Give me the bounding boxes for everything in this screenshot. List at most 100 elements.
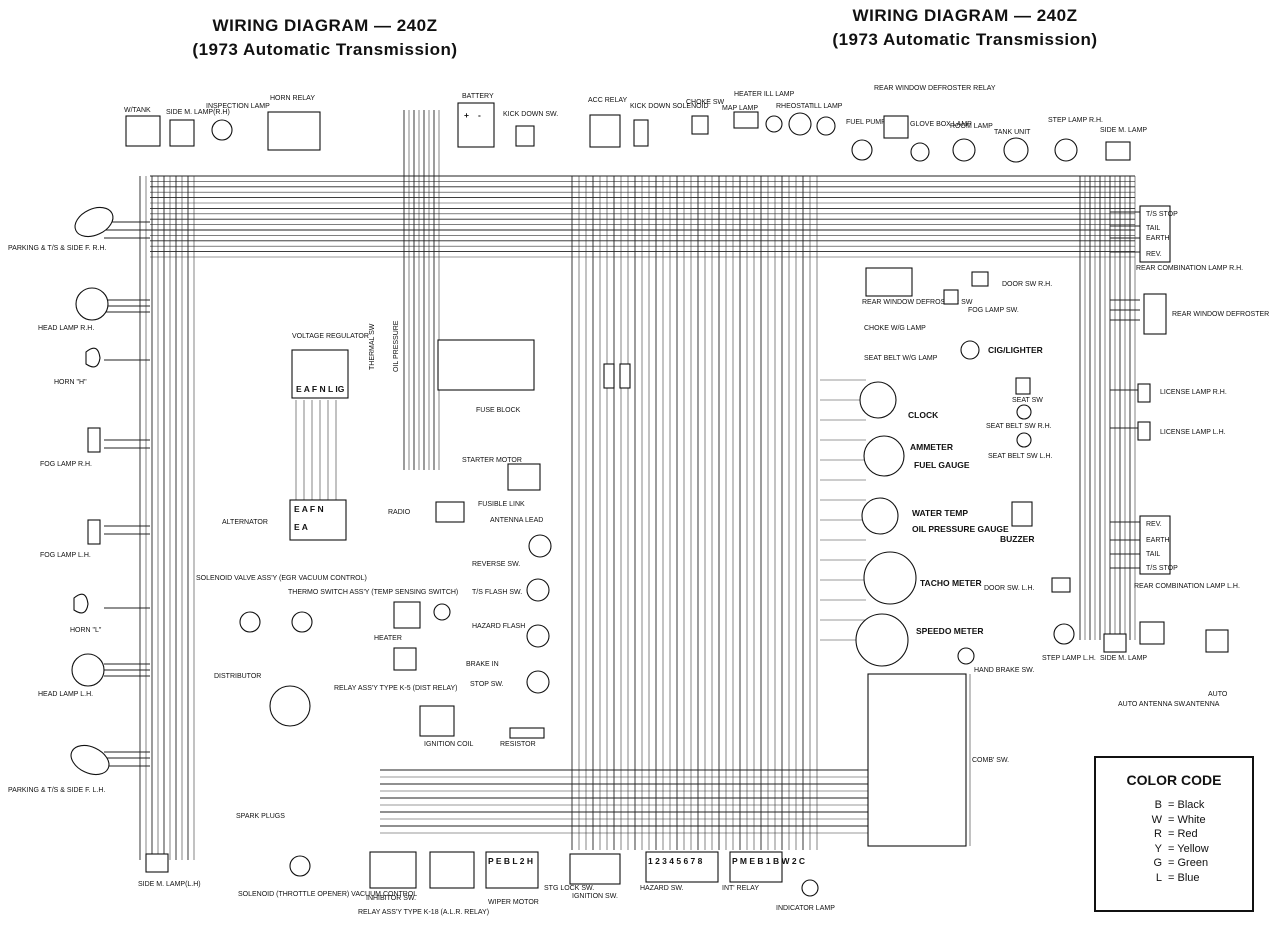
svg-text:SIDE M. LAMP(L.H): SIDE M. LAMP(L.H) (138, 881, 201, 888)
hand-brake-sw: HAND BRAKE SW. (957, 647, 1034, 674)
hazard-sw: 1 2 3 4 5 6 7 8 HAZARD SW. (640, 851, 719, 892)
heater: HEATER (374, 601, 451, 671)
auto-antenna: AUTO AUTO ANTENNA SW. ANTENNA (1118, 621, 1229, 708)
svg-text:HORN "L": HORN "L" (70, 627, 102, 634)
svg-text:SEAT SW: SEAT SW (1012, 397, 1043, 404)
svg-text:ILL LAMP: ILL LAMP (812, 103, 843, 110)
side-m-lamp: SIDE M. LAMP (1100, 127, 1147, 161)
svg-text:INDICATOR LAMP: INDICATOR LAMP (776, 905, 835, 912)
color-code-legend: COLOR CODE B= Black W= White R= Red Y= Y… (1094, 756, 1254, 912)
svg-text:HEATER ILL LAMP: HEATER ILL LAMP (734, 91, 795, 98)
svg-text:CHOKE SW: CHOKE SW (686, 99, 725, 106)
svg-text:E A: E A (294, 522, 308, 532)
svg-text:T/S FLASH SW.: T/S FLASH SW. (472, 589, 522, 596)
color-code-row: W= White (1151, 813, 1206, 826)
rear-combination-lamp-rh: T/S STOP TAIL EARTH REV. REAR COMBINATIO… (1136, 205, 1243, 272)
svg-text:SPEEDO METER: SPEEDO METER (916, 626, 984, 636)
glove-box-lamp: GLOVE BOX LAMP (910, 121, 972, 162)
svg-text:HAND BRAKE SW.: HAND BRAKE SW. (974, 667, 1034, 674)
svg-text:FOG LAMP R.H.: FOG LAMP R.H. (40, 461, 92, 468)
seat-sw: SEAT SW (1012, 377, 1043, 404)
distributor: DISTRIBUTOR (214, 673, 311, 727)
svg-text:BUZZER: BUZZER (1000, 534, 1034, 544)
svg-text:E A F N L IG: E A F N L IG (296, 384, 345, 394)
svg-text:COMB' SW.: COMB' SW. (972, 757, 1009, 764)
tacho-meter: TACHO METER (863, 551, 982, 605)
svg-text:SOLENOID (THROTTLE OPENER) VAC: SOLENOID (THROTTLE OPENER) VACUUM CONTRO… (238, 891, 417, 898)
kick-down-sw: KICK DOWN SW. (503, 111, 558, 147)
kick-down-solenoid: KICK DOWN SOLENOID (630, 103, 709, 147)
svg-text:WATER TEMP: WATER TEMP (912, 508, 968, 518)
clock: CLOCK (859, 381, 939, 420)
side-m-lamp-rear: SIDE M. LAMP (1100, 633, 1147, 662)
step-lamp-lh: STEP LAMP L.H. (1042, 623, 1096, 662)
svg-text:FUEL GAUGE: FUEL GAUGE (914, 460, 970, 470)
svg-text:W/TANK: W/TANK (124, 107, 151, 114)
svg-text:PARKING & T/S & SIDE F. L.H.: PARKING & T/S & SIDE F. L.H. (8, 787, 105, 794)
svg-text:-: - (478, 110, 481, 120)
color-code-row: G= Green (1153, 857, 1209, 869)
fog-lamp-rh: FOG LAMP R.H. (40, 427, 101, 468)
step-lamp-rh: STEP LAMP R.H. (1048, 117, 1103, 162)
svg-text:STOP SW.: STOP SW. (470, 681, 504, 688)
starter-motor: STARTER MOTOR FUSIBLE LINK (462, 457, 541, 508)
svg-text:HEATER: HEATER (374, 635, 402, 642)
color-code-row: R= Red (1154, 828, 1198, 840)
fuse-block: FUSE BLOCK (437, 339, 631, 414)
title-right: WIRING DIAGRAM — 240Z (1973 Automatic Tr… (800, 4, 1130, 52)
svg-text:SEAT BELT W/G LAMP: SEAT BELT W/G LAMP (864, 355, 938, 362)
svg-text:ROOM LAMP: ROOM LAMP (950, 123, 993, 130)
solenoid-throttle: SOLENOID (THROTTLE OPENER) VACUUM CONTRO… (238, 855, 417, 898)
svg-text:TANK UNIT: TANK UNIT (994, 129, 1031, 136)
svg-text:REAR WINDOW DEFROSTER: REAR WINDOW DEFROSTER (1172, 311, 1269, 318)
color-code-title: COLOR CODE (1126, 772, 1222, 788)
svg-text:INSPECTION LAMP: INSPECTION LAMP (206, 103, 270, 110)
acc-relay: ACC RELAY (588, 97, 627, 148)
door-sw-rh: DOOR SW R.H. (971, 271, 1052, 288)
tank-unit: TANK UNIT (994, 129, 1031, 163)
parking-ts-side-rh: PARKING & T/S & SIDE F. R.H. (8, 206, 114, 252)
svg-text:EARTH: EARTH (1146, 235, 1170, 242)
license-lamp-rh: LICENSE LAMP R.H. (1137, 383, 1227, 403)
license-lamp-lh: LICENSE LAMP L.H. (1137, 421, 1226, 441)
svg-text:HAZARD SW.: HAZARD SW. (640, 885, 684, 892)
svg-text:REAR COMBINATION LAMP L.H.: REAR COMBINATION LAMP L.H. (1134, 583, 1240, 590)
svg-text:BRAKE IN: BRAKE IN (466, 661, 499, 668)
svg-text:P E B L 2 H: P E B L 2 H (488, 856, 533, 866)
buzzer: BUZZER (1000, 501, 1034, 544)
svg-text:SIDE M. LAMP: SIDE M. LAMP (1100, 127, 1147, 134)
svg-text:TAIL: TAIL (1146, 225, 1160, 232)
svg-text:ALTERNATOR: ALTERNATOR (222, 519, 268, 526)
color-code-row: Y= Yellow (1154, 842, 1209, 855)
svg-text:CLOCK: CLOCK (908, 410, 939, 420)
heater-ill-lamp: HEATER ILL LAMP MAP LAMP (722, 91, 795, 133)
head-lamp-lh: HEAD LAMP L.H. (38, 653, 105, 698)
svg-text:REAR COMBINATION LAMP R.H.: REAR COMBINATION LAMP R.H. (1136, 265, 1243, 272)
side-m-lamp-rh: SIDE M. LAMP(R.H) (166, 109, 230, 147)
svg-text:VOLTAGE REGULATOR: VOLTAGE REGULATOR (292, 333, 369, 340)
svg-text:DISTRIBUTOR: DISTRIBUTOR (214, 673, 261, 680)
color-code-row: B= Black (1154, 799, 1205, 811)
svg-text:RELAY ASS'Y TYPE K-5 (DIST REL: RELAY ASS'Y TYPE K-5 (DIST RELAY) (334, 685, 458, 692)
fog-lamp-sw: FOG LAMP SW. (943, 289, 1019, 314)
comb-sw: COMB' SW. (867, 673, 1009, 847)
stg-lock-sw: STG LOCK SW. (544, 885, 594, 892)
side-m-lamp-lh: SIDE M. LAMP(L.H) (138, 853, 201, 888)
oil-pressure: OIL PRESSURE (393, 320, 400, 372)
svg-text:REV.: REV. (1146, 251, 1162, 258)
svg-text:CIG/LIGHTER: CIG/LIGHTER (988, 345, 1043, 355)
svg-text:OIL PRESSURE: OIL PRESSURE (393, 320, 400, 372)
battery: BATTERY + - (457, 93, 495, 148)
svg-text:SOLENOID VALVE ASS'Y (EGR VACU: SOLENOID VALVE ASS'Y (EGR VACUUM CONTROL… (196, 575, 367, 582)
fuel-pump: FUEL PUMP (846, 119, 886, 161)
horn-relay: HORN RELAY (267, 95, 321, 151)
relay-k18: RELAY ASS'Y TYPE K-18 (A.L.R. RELAY) (358, 851, 489, 916)
svg-text:OIL PRESSURE GAUGE: OIL PRESSURE GAUGE (912, 524, 1009, 534)
svg-text:GLOVE BOX LAMP: GLOVE BOX LAMP (910, 121, 972, 128)
voltage-regulator: VOLTAGE REGULATOR E A F N L IG (291, 333, 369, 399)
svg-text:KICK DOWN SW.: KICK DOWN SW. (503, 111, 558, 118)
thermo-switch: THERMO SWITCH ASS'Y (TEMP SENSING SWITCH… (288, 589, 458, 633)
svg-text:STARTER MOTOR: STARTER MOTOR (462, 457, 522, 464)
svg-text:REV.: REV. (1146, 521, 1162, 528)
